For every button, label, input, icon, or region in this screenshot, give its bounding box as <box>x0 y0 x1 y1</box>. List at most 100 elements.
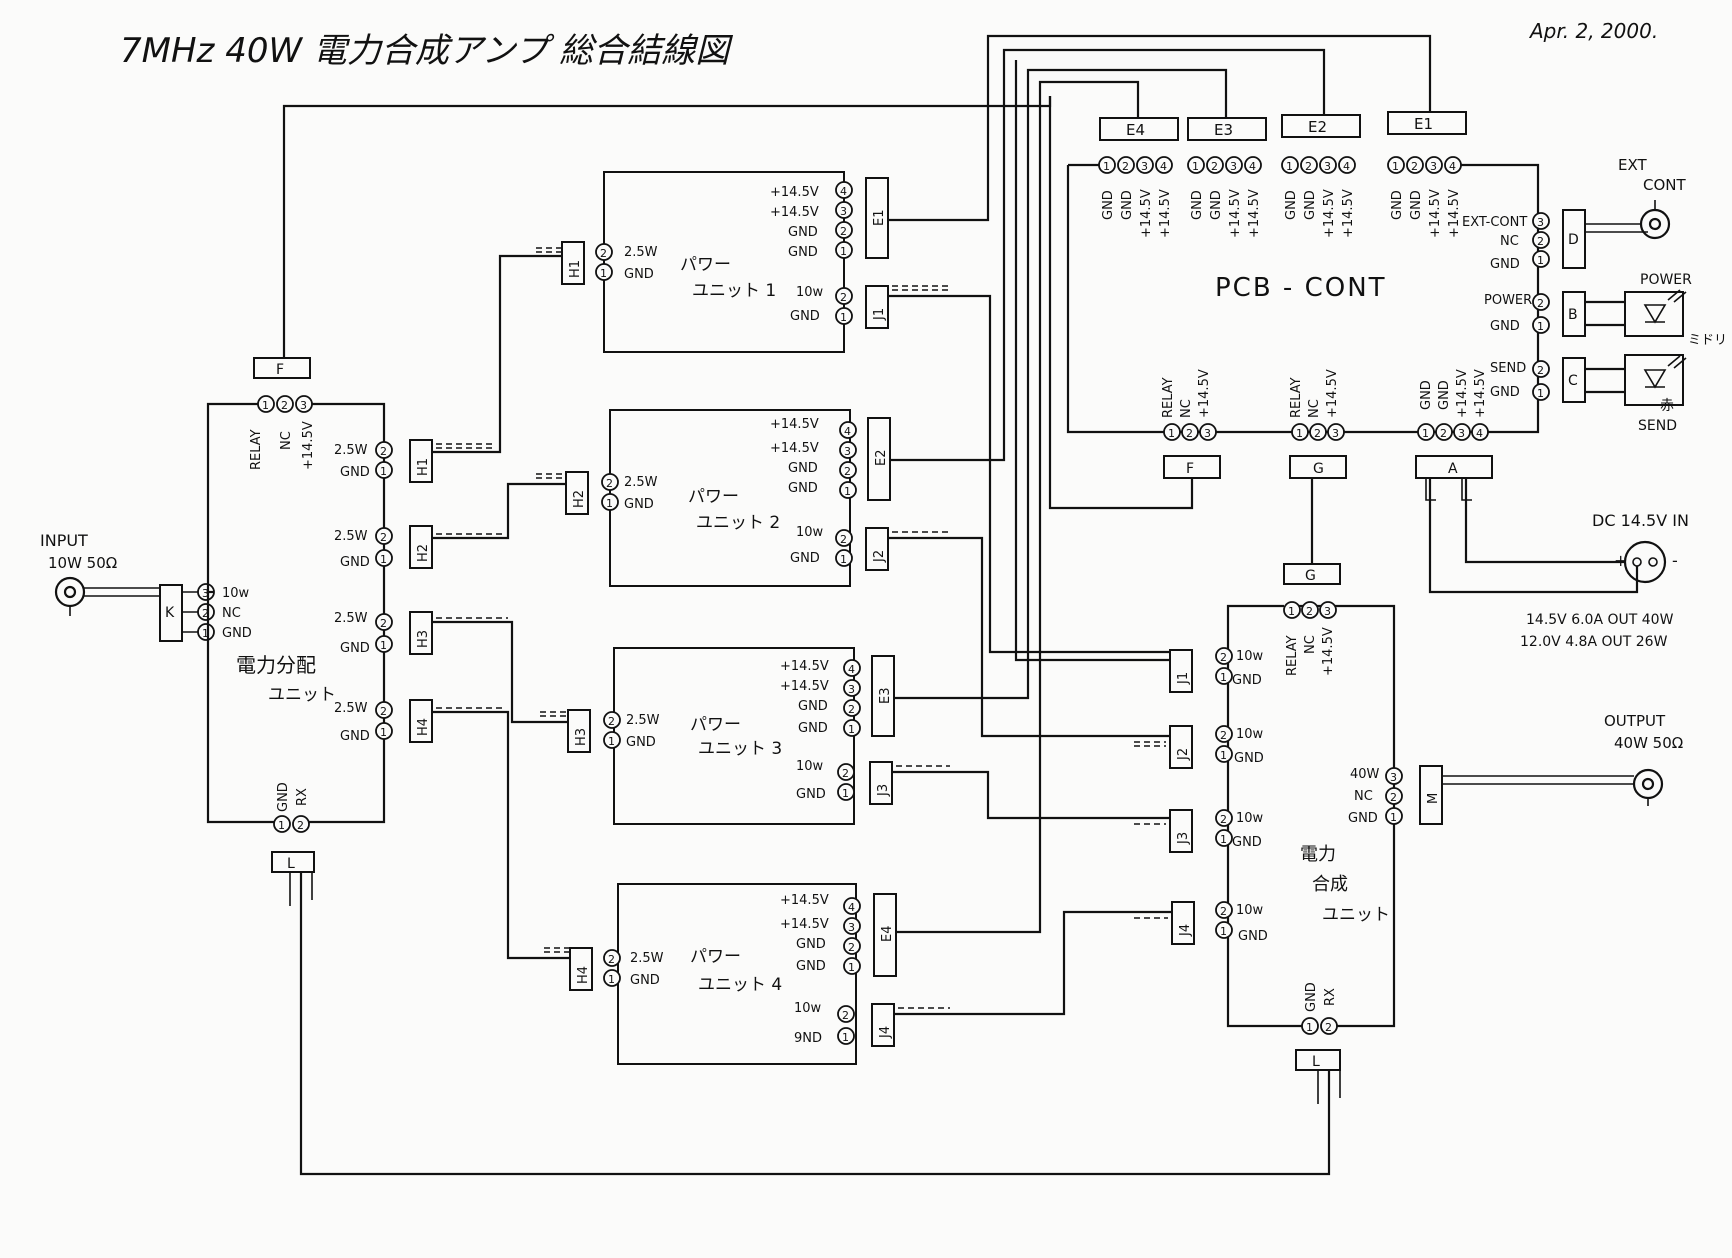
svg-text:D: D <box>1568 232 1579 248</box>
svg-text:CONT: CONT <box>1643 176 1687 194</box>
svg-text:2.5W: 2.5W <box>334 529 368 544</box>
svg-text:K: K <box>165 605 175 621</box>
svg-text:+14.5V: +14.5V <box>301 421 316 470</box>
svg-text:POWER: POWER <box>1484 293 1532 308</box>
svg-text:SEND: SEND <box>1638 418 1677 434</box>
svg-text:GND: GND <box>1190 190 1205 220</box>
svg-text:L: L <box>1312 1054 1320 1070</box>
svg-text:1: 1 <box>1422 427 1429 440</box>
pcb-send-pins: SEND GND 2 1 <box>1490 360 1550 401</box>
svg-text:EXT: EXT <box>1618 156 1647 174</box>
svg-text:3: 3 <box>848 921 855 934</box>
svg-text:EXT-CONT: EXT-CONT <box>1462 215 1527 230</box>
svg-text:1: 1 <box>1103 160 1110 173</box>
svg-text:2: 2 <box>1411 160 1418 173</box>
pcb-connector-e1: E1 <box>1387 111 1467 135</box>
svg-text:RELAY: RELAY <box>1161 377 1176 418</box>
svg-text:+14.5V: +14.5V <box>770 441 819 456</box>
svg-text:GND: GND <box>790 309 820 324</box>
svg-text:1: 1 <box>1537 320 1544 333</box>
svg-text:3: 3 <box>848 683 855 696</box>
svg-text:1: 1 <box>606 497 613 510</box>
svg-text:1: 1 <box>380 639 387 652</box>
svg-text:J1: J1 <box>1176 672 1191 685</box>
svg-text:2: 2 <box>842 1009 849 1022</box>
svg-text:1: 1 <box>1220 671 1227 684</box>
svg-text:3: 3 <box>1324 160 1331 173</box>
svg-text:2: 2 <box>380 705 387 718</box>
svg-text:GND: GND <box>340 465 370 480</box>
svg-text:H1: H1 <box>416 458 431 476</box>
dist-h2-pins: 2.5W GND 2 1 H2 <box>334 525 433 570</box>
svg-text:4: 4 <box>844 425 851 438</box>
svg-text:1: 1 <box>380 465 387 478</box>
svg-text:2: 2 <box>1390 791 1397 804</box>
svg-text:2: 2 <box>1220 813 1227 826</box>
pcb-connector-e3: E3 <box>1187 117 1267 141</box>
svg-text:3: 3 <box>1458 427 1465 440</box>
svg-text:パワー: パワー <box>688 487 739 507</box>
pcb-connector-g: G <box>1289 455 1347 479</box>
svg-text:GND: GND <box>798 721 828 736</box>
svg-text:1: 1 <box>262 399 269 412</box>
svg-text:1: 1 <box>840 245 847 258</box>
svg-text:3: 3 <box>1430 160 1437 173</box>
svg-text:2: 2 <box>1122 160 1129 173</box>
svg-text:J4: J4 <box>1178 924 1193 937</box>
svg-text:3: 3 <box>1230 160 1237 173</box>
svg-text:1: 1 <box>1306 1021 1313 1034</box>
svg-text:GND: GND <box>788 225 818 240</box>
pcb-connector-e4: E4 <box>1099 117 1179 141</box>
svg-text:2: 2 <box>1305 160 1312 173</box>
svg-text:ユニット 1: ユニット 1 <box>692 281 776 301</box>
svg-text:GND: GND <box>1390 190 1405 220</box>
svg-text:GND: GND <box>1348 811 1378 826</box>
pcb-connector-e2: E2 <box>1281 114 1361 138</box>
svg-text:2: 2 <box>844 465 851 478</box>
svg-text:OUTPUT: OUTPUT <box>1604 712 1666 730</box>
pcb-e-pin-labels: GND GND +14.5V +14.5V GND GND +14.5V +14… <box>1101 189 1462 238</box>
svg-text:14.5V 6.0A OUT 40W: 14.5V 6.0A OUT 40W <box>1526 612 1674 628</box>
svg-text:10w: 10w <box>1236 811 1264 826</box>
svg-text:1: 1 <box>278 819 285 832</box>
output-jack: OUTPUT 40W 50Ω <box>1442 712 1683 806</box>
svg-text:2.5W: 2.5W <box>624 245 658 260</box>
svg-text:3: 3 <box>844 445 851 458</box>
pcb-connector-a: A <box>1415 455 1493 479</box>
svg-text:DC 14.5V IN: DC 14.5V IN <box>1592 511 1689 530</box>
svg-text:3: 3 <box>1537 216 1544 229</box>
svg-text:A: A <box>1448 461 1458 477</box>
svg-text:パワー: パワー <box>690 715 741 735</box>
svg-text:電力分配: 電力分配 <box>236 653 316 677</box>
svg-text:電力: 電力 <box>1300 844 1336 865</box>
power-unit-2: パワー ユニット 2 E2 +14.5V +14.5V GND GND 4 3 … <box>565 409 891 587</box>
pcb-e3-pins: 1 2 3 4 <box>1187 156 1262 174</box>
svg-text:2: 2 <box>1220 651 1227 664</box>
pcb-a-pins: GND GND +14.5V +14.5V 1 2 3 4 <box>1417 369 1489 441</box>
svg-text:SEND: SEND <box>1490 361 1526 376</box>
svg-text:+14.5V: +14.5V <box>1473 369 1488 418</box>
svg-text:2.5W: 2.5W <box>334 443 368 458</box>
svg-text:NC: NC <box>279 431 294 450</box>
svg-text:2: 2 <box>297 819 304 832</box>
svg-text:J1: J1 <box>872 308 887 321</box>
svg-text:GND: GND <box>1232 835 1262 850</box>
svg-text:ユニット: ユニット <box>268 685 336 705</box>
svg-text:4: 4 <box>848 901 855 914</box>
svg-text:1: 1 <box>608 735 615 748</box>
svg-text:E3: E3 <box>878 688 893 705</box>
svg-text:H3: H3 <box>416 630 431 648</box>
svg-text:INPUT: INPUT <box>40 531 88 550</box>
svg-text:L: L <box>287 856 295 872</box>
combiner-connector-l: 1 2 GND RX L <box>1295 982 1341 1071</box>
svg-text:GND: GND <box>788 461 818 476</box>
svg-text:+14.5V: +14.5V <box>770 185 819 200</box>
svg-text:+14.5V: +14.5V <box>1139 189 1154 238</box>
svg-text:RX: RX <box>295 788 310 806</box>
svg-text:10w: 10w <box>796 759 824 774</box>
svg-text:3: 3 <box>1332 427 1339 440</box>
svg-text:2.5W: 2.5W <box>334 611 368 626</box>
svg-text:4: 4 <box>1476 427 1483 440</box>
svg-text:40W 50Ω: 40W 50Ω <box>1614 734 1683 752</box>
